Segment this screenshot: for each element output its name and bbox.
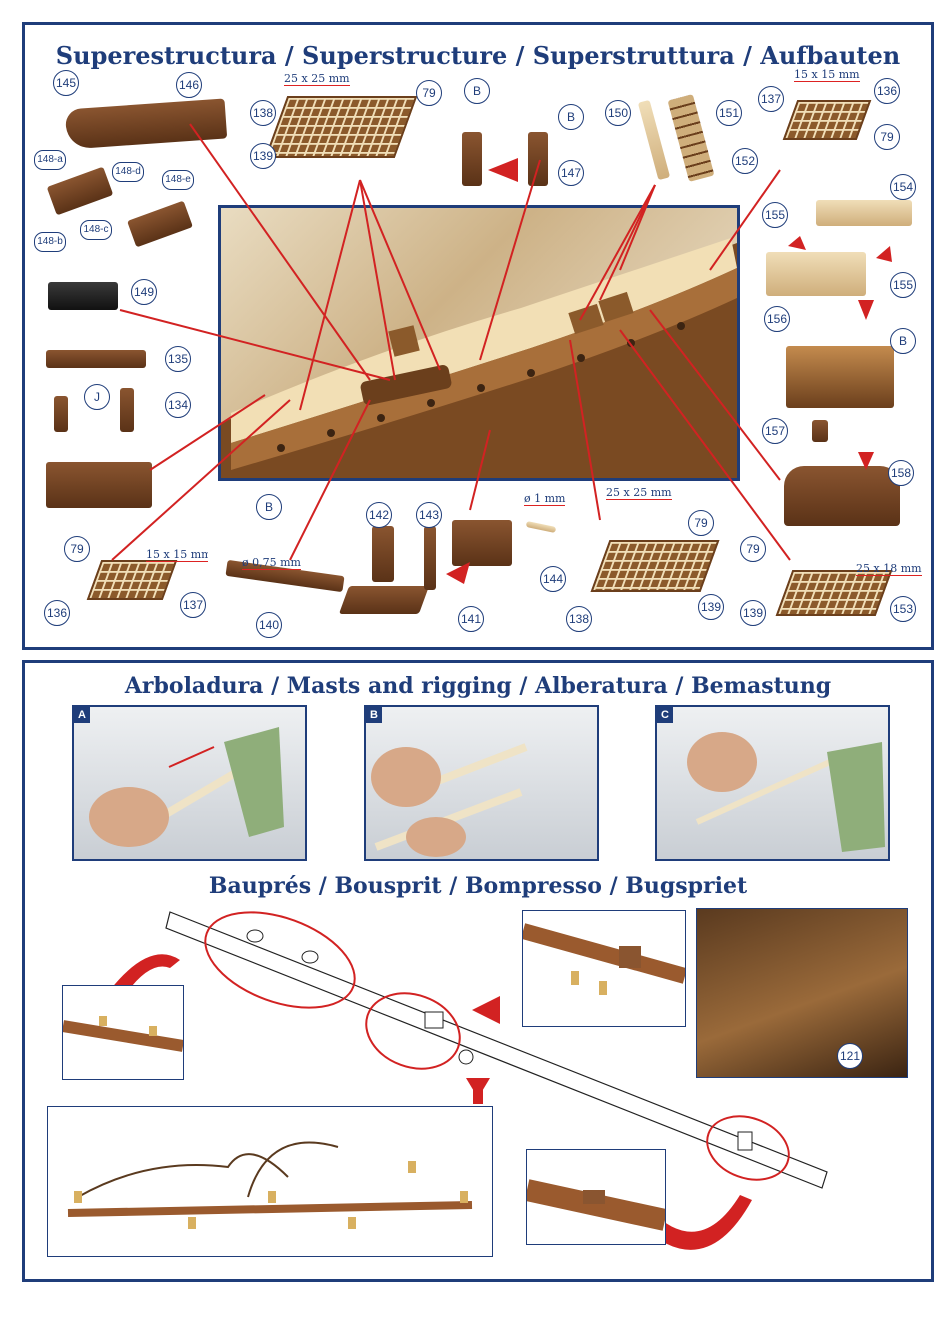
bitts-135-illustration <box>46 350 146 368</box>
callout-B-4: B <box>256 494 282 520</box>
callout-150: 150 <box>605 100 631 126</box>
callout-147: 147 <box>558 160 584 186</box>
callout-135: 135 <box>165 346 191 372</box>
callout-139-top: 139 <box>250 143 276 169</box>
ship-deck-photo <box>218 205 740 481</box>
callout-146: 146 <box>176 72 202 98</box>
callout-144: 144 <box>540 566 566 592</box>
post-143-illustration <box>424 526 436 590</box>
superstructure-title: Superestructura / Superstructure / Super… <box>55 41 901 70</box>
bowsprit-assembly-illustration <box>67 1141 473 1229</box>
step-c-illustration <box>687 732 885 852</box>
callout-148-c: 148-c <box>80 220 112 240</box>
posts-134-illustration <box>54 396 68 432</box>
bowsprit-detail-photo-bottom <box>526 1149 666 1245</box>
bowsprit-detail-photo-top <box>522 910 686 1027</box>
callout-148-d: 148-d <box>112 162 144 182</box>
callout-138: 138 <box>250 100 276 126</box>
bitt-assembled-illustration <box>452 520 512 566</box>
callout-79: 79 <box>416 80 442 106</box>
callout-151: 151 <box>716 100 742 126</box>
grate-138-illustration <box>264 96 418 158</box>
step-b-illustration <box>371 743 528 857</box>
callout-B-1: B <box>464 78 490 104</box>
callout-148-a: 148-a <box>34 150 66 170</box>
grate-138-bottom-illustration <box>590 540 720 592</box>
callout-154: 154 <box>890 174 916 200</box>
step-a-label: A <box>74 707 90 723</box>
callout-149: 149 <box>131 279 157 305</box>
callout-139-bottom-right: 139 <box>740 600 766 626</box>
callout-140: 140 <box>256 612 282 638</box>
deckhouse-158-frame-illustration <box>786 346 894 408</box>
callout-79-top-right: 79 <box>874 124 900 150</box>
callout-121: 121 <box>837 1043 863 1069</box>
callout-158: 158 <box>888 460 914 486</box>
callout-79-bottom-left: 79 <box>64 536 90 562</box>
dimension-rod-140: ø 0,75 mm <box>242 556 301 570</box>
dimension-grate-137-bottom: 15 x 15 mm <box>146 548 208 562</box>
callout-156: 156 <box>764 306 790 332</box>
deckhouse-side-156-illustration <box>766 252 866 296</box>
bowsprit-detail-bottom-illustration <box>527 1179 665 1231</box>
callout-137-top: 137 <box>758 86 784 112</box>
bitt-142-illustration <box>372 526 394 582</box>
bitts-assembled-illustration <box>46 462 152 508</box>
dimension-grate-138-bottom: 25 x 25 mm <box>606 486 672 500</box>
callout-148-e: 148-e <box>162 170 194 190</box>
callout-136-bottom: 136 <box>44 600 70 626</box>
callout-145: 145 <box>53 70 79 96</box>
dimension-grate-137-top: 15 x 15 mm <box>794 68 860 82</box>
callout-B-3: B <box>890 328 916 354</box>
callout-136-top: 136 <box>874 78 900 104</box>
callout-141: 141 <box>458 606 484 632</box>
callout-155-top: 155 <box>762 202 788 228</box>
callout-B-2: B <box>558 104 584 130</box>
bowsprit-detail-left-illustration <box>63 1016 183 1052</box>
step-a-photo: A <box>72 705 307 861</box>
callout-J: J <box>84 384 110 410</box>
grate-153-illustration <box>775 570 893 616</box>
bowsprit-detail-photo-left <box>62 985 184 1080</box>
dimension-grate-138: 25 x 25 mm <box>284 72 350 86</box>
bowsprit-title: Bauprés / Bousprit / Bompresso / Bugspri… <box>208 873 748 899</box>
bowsprit-detail-top-illustration <box>523 923 685 995</box>
callout-137-bottom: 137 <box>180 592 206 618</box>
cannon-149-illustration <box>48 282 118 310</box>
step-c-photo: C <box>655 705 890 861</box>
callout-153: 153 <box>890 596 916 622</box>
callout-148-b: 148-b <box>34 232 66 252</box>
ship-deck-illustration <box>221 238 737 478</box>
grate-136-bottom-illustration <box>86 560 178 600</box>
panel-157-illustration <box>812 420 828 442</box>
callout-138-bottom: 138 <box>566 606 592 632</box>
callout-79-bottom-right: 79 <box>740 536 766 562</box>
callout-139-bottom-middle: 139 <box>698 594 724 620</box>
bowsprit-assembly-photo <box>47 1106 493 1257</box>
callout-155-bottom: 155 <box>890 272 916 298</box>
callout-134: 134 <box>165 392 191 418</box>
deckhouse-158-illustration <box>784 466 900 526</box>
grate-137-top-illustration <box>782 100 872 140</box>
dimension-grate-153: 25 x 18 mm <box>856 562 922 576</box>
masts-title: Arboladura / Masts and rigging / Alberat… <box>124 673 832 699</box>
base-141-illustration <box>338 586 430 614</box>
bowsprit-ship-photo: 121 <box>696 908 908 1078</box>
callout-142: 142 <box>366 502 392 528</box>
step-b-label: B <box>366 707 382 723</box>
callout-143: 143 <box>416 502 442 528</box>
bitt-147-illustration <box>462 132 482 186</box>
dimension-pin-144: ø 1 mm <box>524 492 566 506</box>
bitt-147b-illustration <box>528 132 548 186</box>
step-b-photo: B <box>364 705 599 861</box>
posts-134b-illustration <box>120 388 134 432</box>
deckhouse-front-154-illustration <box>816 200 912 226</box>
step-c-label: C <box>657 707 673 723</box>
callout-157: 157 <box>762 418 788 444</box>
callout-79-bottom-middle: 79 <box>688 510 714 536</box>
callout-152: 152 <box>732 148 758 174</box>
step-a-illustration <box>89 727 284 847</box>
